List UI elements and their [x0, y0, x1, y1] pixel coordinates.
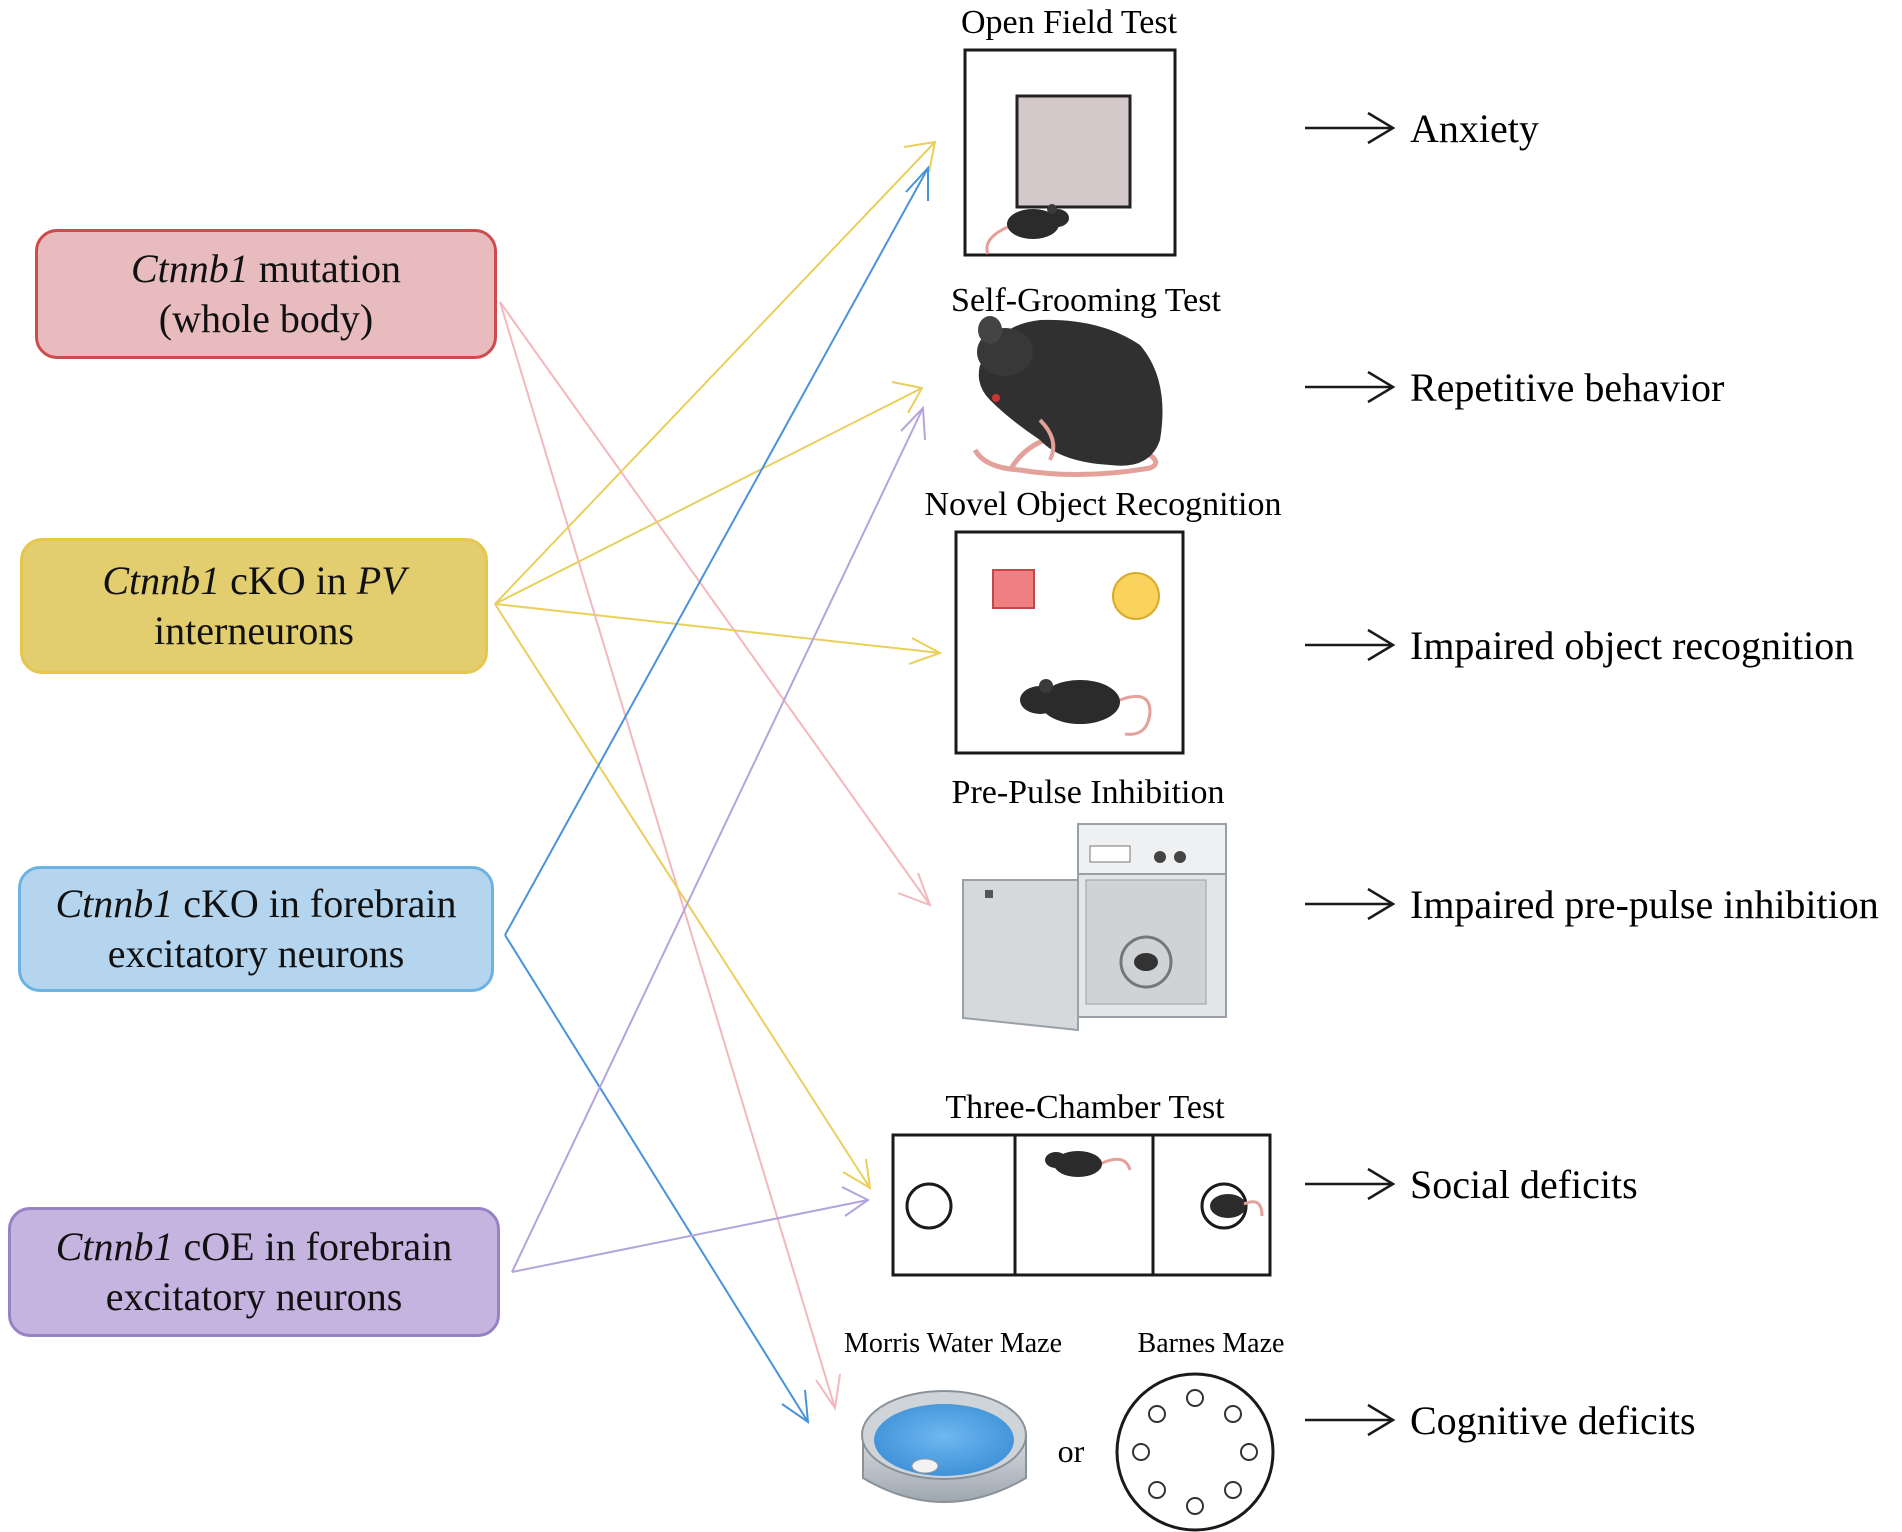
group-label-line1: Ctnnb1 mutation: [130, 246, 401, 291]
or-connector: or: [1058, 1433, 1085, 1469]
test-title-self-grooming: Self-Grooming Test: [951, 282, 1221, 319]
group-label-line1: Ctnnb1 cKO in forebrain: [55, 881, 457, 926]
arrow-pv-to-selfgrooming: [494, 381, 924, 605]
test-title-open-field: Open Field Test: [961, 4, 1178, 41]
arrow-whole-to-prepulse: [499, 301, 932, 907]
group-label-line2: excitatory neurons: [105, 1274, 403, 1319]
arrows: [494, 140, 943, 1425]
startle-chamber-icon: [962, 823, 1227, 1032]
group-label-line1: Ctnnb1 cOE in forebrain: [55, 1224, 453, 1269]
arrow-cko-to-openfield: [504, 165, 929, 936]
test-title-three-chamber: Three-Chamber Test: [945, 1089, 1225, 1126]
group-box-pv-interneurons: Ctnnb1 cKO in PV interneurons: [20, 538, 488, 674]
open-field-center-zone: [1015, 94, 1132, 209]
arrow-pv-to-openfield: [494, 140, 937, 605]
mouse-icon: [985, 204, 1069, 255]
test-title-barnes: Barnes Maze: [1138, 1328, 1285, 1359]
outcome-cognitive-deficits: Cognitive deficits: [1410, 1398, 1696, 1443]
arrow-whole-to-morris: [499, 301, 841, 1411]
outcome-repetitive-behavior: Repetitive behavior: [1410, 365, 1724, 410]
outcome-impaired-object-recognition: Impaired object recognition: [1410, 623, 1854, 668]
barnes-maze-icon: [1115, 1372, 1275, 1532]
object-square: [992, 569, 1035, 609]
test-title-novel-object: Novel Object Recognition: [925, 486, 1282, 523]
test-title-pre-pulse: Pre-Pulse Inhibition: [952, 774, 1225, 811]
arrow-coe-to-selfgrooming: [511, 405, 926, 1273]
social-cage-with-mouse: [1200, 1182, 1264, 1230]
group-label-line2: (whole body): [158, 296, 374, 341]
group-box-coe-forebrain: Ctnnb1 cOE in forebrain excitatory neuro…: [8, 1207, 500, 1337]
mouse-icon: [1045, 1151, 1132, 1177]
group-label-line2: interneurons: [154, 608, 354, 653]
arrow-pv-to-threechamber: [494, 603, 872, 1190]
group-label-line2: excitatory neurons: [107, 931, 405, 976]
outcome-social-deficits: Social deficits: [1410, 1162, 1638, 1207]
empty-cage: [905, 1182, 953, 1230]
outcome-impaired-prepulse-inhibition: Impaired pre-pulse inhibition: [1410, 882, 1879, 927]
arrow-pv-to-novelobject: [494, 603, 943, 665]
test-title-morris: Morris Water Maze: [844, 1328, 1062, 1359]
object-circle: [1112, 572, 1160, 620]
outcome-anxiety: Anxiety: [1410, 106, 1539, 151]
grooming-mouse-icon: [972, 316, 1163, 478]
group-box-cko-forebrain: Ctnnb1 cKO in forebrain excitatory neuro…: [18, 866, 494, 992]
arrow-cko-to-morris: [504, 934, 810, 1425]
arrow-coe-to-threechamber: [511, 1186, 870, 1273]
outcome-arrows: [1305, 111, 1396, 1437]
group-label-line1: Ctnnb1 cKO in PV: [102, 558, 406, 603]
group-box-whole-body: Ctnnb1 mutation (whole body): [35, 229, 497, 359]
water-maze-icon: [861, 1390, 1027, 1503]
mouse-icon: [1020, 679, 1152, 736]
